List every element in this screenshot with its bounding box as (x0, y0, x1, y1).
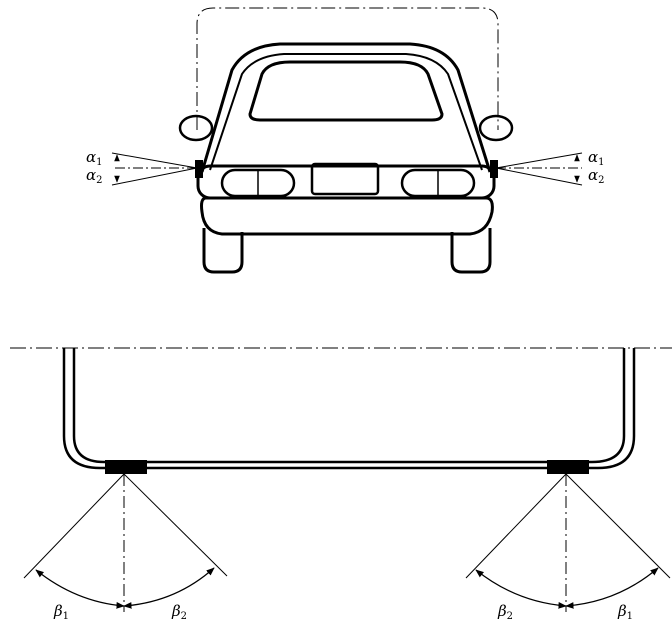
vehicle-rear-view: α1 α2 α1 α2 (86, 7, 605, 274)
left-beta-2-label: β2 (171, 602, 187, 622)
left-alpha-1-label: α1 (86, 148, 103, 168)
rear-window (248, 60, 444, 122)
rear-bumper (200, 196, 494, 236)
vehicle-body-inner (209, 53, 483, 171)
right-side-lamp (490, 160, 498, 178)
vehicle-body (200, 42, 492, 173)
left-alpha-2-label: α2 (86, 166, 103, 186)
right-mirror (478, 114, 514, 142)
vehicle-plan-outer (62, 348, 636, 470)
right-alpha-2-label: α2 (588, 166, 605, 186)
right-alpha-1-label: α1 (588, 148, 605, 168)
vehicle-outline-dashdot (196, 7, 499, 130)
left-rear-lamp (105, 460, 147, 474)
right-beta-fan (465, 473, 671, 612)
right-rear-lamp (547, 460, 589, 474)
left-side-lamp (195, 160, 203, 178)
vehicle-plan-inner (72, 348, 626, 464)
left-wheel (202, 228, 244, 274)
right-beta-1-label: β1 (617, 602, 633, 622)
right-alpha-beam (495, 152, 583, 186)
left-alpha-beam (111, 152, 198, 186)
right-beta-2-label: β2 (497, 602, 513, 622)
left-mirror (178, 114, 214, 142)
right-wheel (450, 228, 492, 274)
left-beta-fan (23, 473, 228, 612)
licence-plate (310, 162, 380, 196)
vehicle-top-view: β1 β2 β2 β1 (10, 347, 672, 622)
left-beta-1-label: β1 (53, 602, 69, 622)
